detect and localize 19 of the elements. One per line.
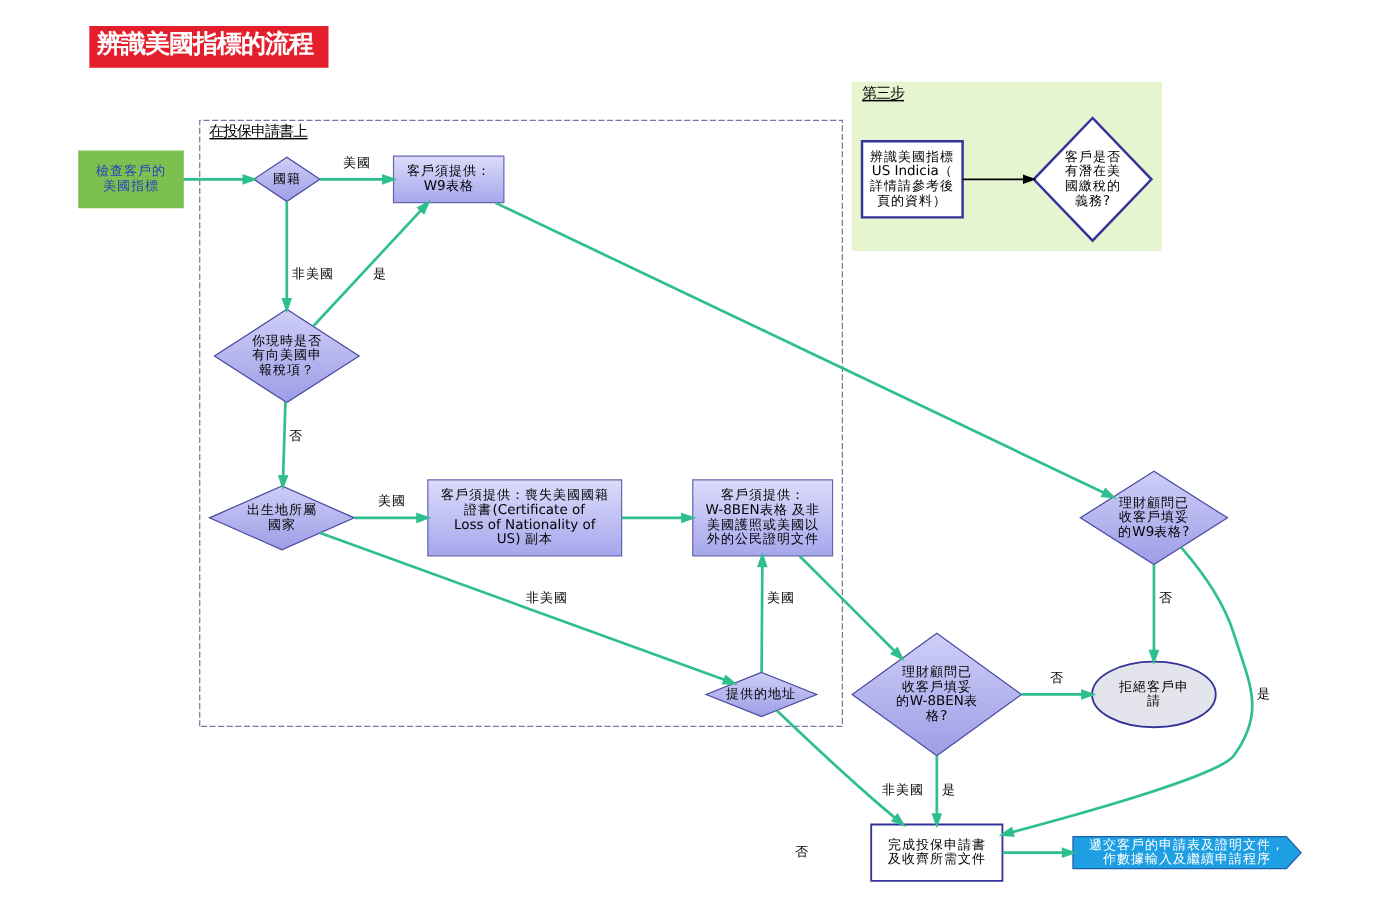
arrow [277,401,289,491]
arrow [1148,564,1160,666]
diagram-title: 辨識美國指標的流程 [96,29,313,58]
arrow [1002,847,1078,858]
arrow [961,174,1037,185]
arrow [319,174,398,185]
arrow [931,755,943,829]
arrow [1021,689,1097,700]
arrow [798,555,905,662]
arrow [998,546,1254,837]
arrow [183,174,258,185]
arrow [354,512,432,524]
arrow [494,201,1117,499]
arrow [757,551,768,673]
arrow [312,199,431,327]
arrow [319,531,738,685]
arrow [281,201,293,314]
arrow [775,709,906,827]
arrow [621,512,697,524]
